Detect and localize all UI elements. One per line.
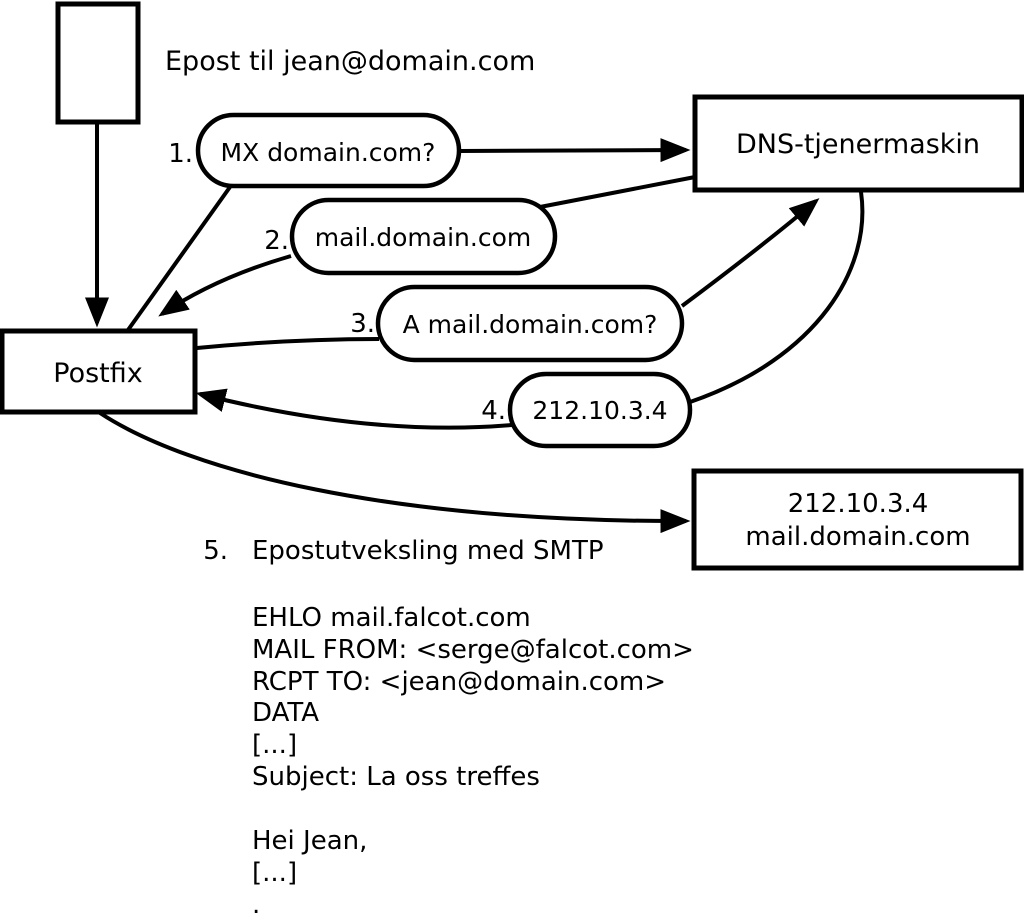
postfix-box — [0, 328, 198, 415]
smtp-line: Subject: La oss treffes — [252, 762, 540, 792]
arrow-a-answer-to-postfix — [195, 388, 513, 430]
mail-message-node — [55, 1, 141, 125]
step4-label: 212.10.3.4 — [532, 396, 667, 425]
step2-mx-answer: 2. mail.domain.com — [264, 197, 558, 276]
step1-number: 1. — [168, 139, 193, 169]
mail-server-ip: 212.10.3.4 — [788, 489, 929, 519]
step3-label: A mail.domain.com? — [403, 310, 658, 339]
dns-server-label: DNS-tjenermaskin — [736, 129, 980, 160]
smtp-line: EHLO mail.falcot.com — [252, 603, 531, 633]
step4-pill — [507, 371, 693, 449]
step3-pill — [375, 284, 685, 363]
step2-pill — [289, 197, 558, 276]
step5-smtp-exchange: 5. Epostutveksling med SMTP — [203, 536, 603, 566]
line-dns-to-mx-answer — [539, 175, 696, 209]
step1-mx-query: 1. MX domain.com? — [168, 112, 462, 189]
dns-server-box — [692, 94, 1024, 193]
step5-number: 5. — [203, 536, 228, 566]
smtp-line: Hei Jean, — [252, 826, 367, 856]
smtp-line: . — [252, 890, 260, 919]
line-dns-to-a-answer — [689, 191, 865, 404]
step5-label: Epostutveksling med SMTP — [252, 536, 604, 566]
arrow-mx-query-to-dns — [458, 138, 691, 163]
arrow-mx-answer-to-postfix — [158, 254, 292, 317]
postfix-node: Postfix — [0, 328, 198, 415]
smtp-line: [...] — [252, 858, 297, 888]
postfix-label: Postfix — [53, 358, 142, 389]
mail-server-box — [691, 468, 1024, 571]
step4-number: 4. — [481, 396, 506, 426]
line-postfix-to-a-query — [196, 337, 380, 350]
smtp-line: RCPT TO: <jean@domain.com> — [252, 667, 666, 697]
step4-a-answer: 4. 212.10.3.4 — [481, 371, 693, 449]
step1-label: MX domain.com? — [221, 138, 436, 167]
arrow-a-query-to-dns — [680, 198, 820, 308]
step2-label: mail.domain.com — [315, 223, 531, 252]
step2-number: 2. — [264, 226, 289, 256]
step3-number: 3. — [350, 309, 375, 339]
arrow-postfix-to-mail-server — [98, 411, 691, 534]
step3-a-query: 3. A mail.domain.com? — [350, 284, 685, 363]
email-label: Epost til jean@domain.com — [165, 46, 535, 77]
smtp-line: MAIL FROM: <serge@falcot.com> — [252, 635, 694, 665]
line-postfix-to-mx-query — [126, 185, 232, 332]
smtp-line: DATA — [252, 698, 319, 728]
step1-pill — [195, 112, 462, 189]
smtp-session-transcript: EHLO mail.falcot.com MAIL FROM: <serge@f… — [252, 603, 694, 919]
smtp-line: [...] — [252, 730, 297, 760]
mail-server-hostname: mail.domain.com — [745, 522, 970, 552]
dns-server-node: DNS-tjenermaskin — [692, 94, 1024, 193]
mail-server-node: 212.10.3.4 mail.domain.com — [691, 468, 1024, 571]
